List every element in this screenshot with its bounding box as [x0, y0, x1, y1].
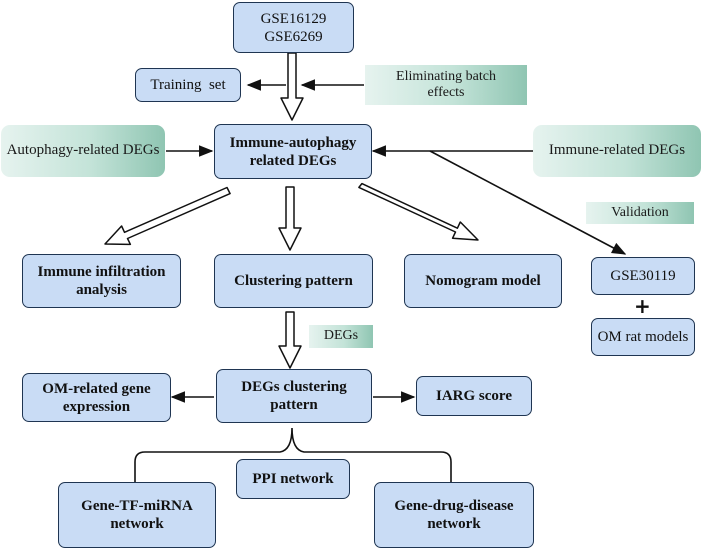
degs-clustering-pattern-node: DEGs clustering pattern [216, 369, 372, 423]
plus-symbol: + [634, 294, 651, 318]
iarg-score-node: IARG score [416, 376, 532, 416]
clustering-pattern-node: Clustering pattern [214, 254, 373, 308]
nomogram-model-node: Nomogram model [404, 254, 562, 308]
hollow-arrow-clustering-to-degs [278, 311, 302, 369]
gene-tf-mirna-line-1: Gene-TF-miRNA [81, 498, 193, 514]
immune-infiltration-node: Immune infiltration analysis [22, 254, 181, 308]
batch-effects-line-1: Eliminating batch [396, 68, 496, 84]
gene-tf-mirna-network-node: Gene-TF-miRNA network [58, 482, 216, 548]
om-gene-line-1: OM-related gene [42, 380, 151, 397]
gene-tf-mirna-line-2: network [110, 516, 164, 532]
clustering-pattern-label: Clustering pattern [234, 273, 353, 289]
gene-drug-disease-network-node: Gene-drug-disease network [374, 482, 534, 548]
gene-drug-disease-line-1: Gene-drug-disease [394, 498, 514, 514]
om-rat-models-node: OM rat models [591, 318, 695, 356]
gse30119-node: GSE30119 [591, 257, 695, 295]
brace-connector [134, 427, 452, 482]
gene-drug-disease-line-2: network [427, 516, 481, 532]
degs-label: DEGs [323, 328, 359, 344]
iarg-score-label: IARG score [436, 388, 512, 404]
gse30119-label: GSE30119 [610, 268, 676, 284]
om-rat-models-label: OM rat models [597, 329, 689, 345]
autophagy-degs-label: Autophagy-related DEGs [6, 142, 160, 159]
immune-autophagy-line-2: related DEGs [249, 152, 337, 169]
nomogram-model-label: Nomogram model [425, 273, 541, 289]
gse-source-line-1: GSE16129 [260, 10, 327, 27]
degs-tag: DEGs [309, 325, 373, 348]
immune-infiltration-line-1: Immune infiltration [37, 264, 166, 280]
hollow-arrow-gse-to-main [280, 52, 304, 121]
ppi-network-node: PPI network [236, 459, 350, 499]
training-set-node: Training set [135, 68, 241, 102]
training-set-label: Training set [150, 77, 226, 93]
om-gene-line-2: expression [62, 398, 131, 415]
degs-clustering-line-2: pattern [270, 397, 318, 413]
hollow-arrow-main-to-clustering [278, 186, 302, 251]
immune-related-degs-tag: Immune-related DEGs [533, 125, 701, 177]
ppi-network-label: PPI network [252, 471, 334, 487]
validation-label: Validation [611, 204, 669, 220]
validation-tag: Validation [586, 202, 694, 224]
degs-clustering-line-1: DEGs clustering [241, 379, 347, 395]
hollow-arrow-main-to-immune-infiltration [104, 186, 231, 246]
arrow-to-gse30119 [429, 150, 627, 255]
hollow-arrow-main-to-nomogram [358, 182, 479, 241]
immune-degs-label: Immune-related DEGs [548, 142, 686, 159]
batch-effects-line-2: effects [427, 85, 465, 100]
immune-autophagy-line-1: Immune-autophagy [229, 134, 357, 151]
autophagy-related-degs-tag: Autophagy-related DEGs [1, 125, 165, 177]
gse-source-line-2: GSE6269 [264, 28, 323, 45]
immune-infiltration-line-2: analysis [76, 282, 127, 298]
